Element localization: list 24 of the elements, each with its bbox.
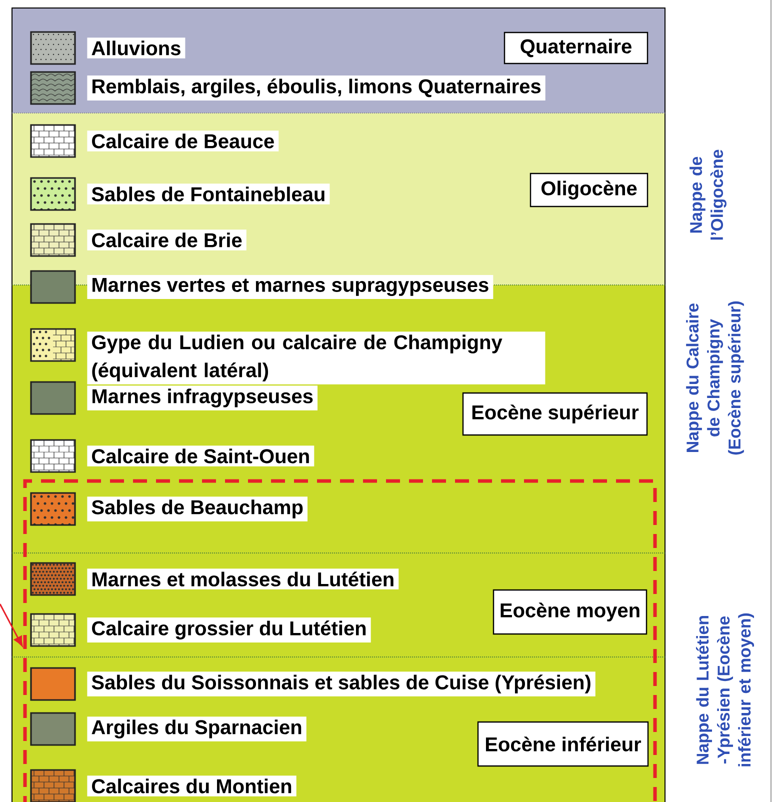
layer-label: Calcaire de Saint-Ouen: [87, 446, 314, 466]
layer-label: Argiles du Sparnacien: [87, 716, 306, 742]
layer-label: Marnes vertes et marnes supragypseuses: [87, 275, 494, 299]
layer-label: Sables de Fontainebleau: [87, 184, 330, 204]
layer-label: Sables du Soissonnais et sables de Cuise (Yprésien): [87, 672, 596, 696]
epoch-box: Oligocène: [530, 172, 648, 208]
layer-label: Marnes infragypseuses: [87, 386, 318, 410]
layer-label: Calcaire grossier du Lutétien: [87, 618, 371, 642]
layer-label: Remblais, argiles, éboulis, limons Quaternaires: [87, 76, 546, 100]
aquifer-label: Nappe de l’Oligocène: [690, 150, 726, 240]
layer-label: Sables de Beauchamp: [87, 496, 308, 522]
aquifer-label: Nappe du Calcaire de Champigny (Eocène supérieur): [686, 301, 744, 455]
epoch-box: Eocène inférieur: [477, 721, 649, 767]
layer-label: Calcaires du Montien: [87, 776, 296, 796]
arrow: [0, 604, 23, 646]
epoch-box: Eocène supérieur: [462, 392, 648, 436]
aquifer-label: Nappe du Lutétien -Yprésien (Eocène inférieur et moyen): [696, 613, 754, 766]
layer-label: Alluvions: [87, 38, 186, 58]
layer-label: Calcaire de Brie: [87, 230, 246, 250]
layer-label: Calcaire de Beauce: [87, 130, 279, 152]
layer-label: Marnes et molasses du Lutétien: [87, 568, 399, 590]
epoch-box: Quaternaire: [504, 32, 648, 64]
dashed-frame: [23, 479, 657, 802]
epoch-box: Eocène moyen: [492, 589, 648, 635]
